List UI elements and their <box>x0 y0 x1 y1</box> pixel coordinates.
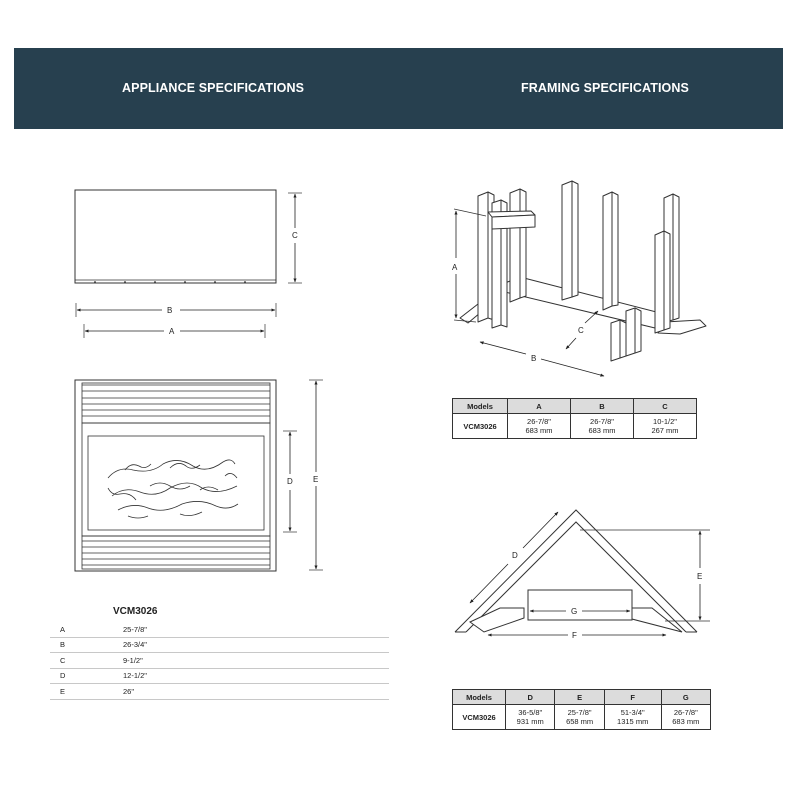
framing-corner-plan-diagram: D E G F <box>454 509 710 640</box>
column-header: E <box>554 689 605 705</box>
table-header-row: Models A B C <box>452 398 697 414</box>
spec-key: C <box>50 652 123 669</box>
dimension-e-label: E <box>313 475 318 484</box>
framing-dimension-b-label: B <box>531 354 536 363</box>
model-cell: VCM3026 <box>452 704 506 730</box>
column-header: D <box>504 689 556 705</box>
table-cell: 51-3/4"1315 mm <box>603 704 662 730</box>
table-cell: 10-1/2"267 mm <box>633 413 697 439</box>
spec-value: 12-1/2" <box>123 668 389 684</box>
column-header: G <box>660 689 712 705</box>
table-cell: 26-7/8"683 mm <box>507 413 571 439</box>
table-cell: 25-7/8"658 mm <box>554 704 605 730</box>
table-header-row: Models D E F G <box>452 689 712 705</box>
dimension-b-label: B <box>167 306 172 315</box>
framing-dimension-c-label: C <box>578 326 584 335</box>
framing-dimension-g-label: G <box>571 607 577 616</box>
column-header: C <box>633 398 697 414</box>
framing-dimension-f-label: F <box>572 631 577 640</box>
column-header: Models <box>452 398 508 414</box>
table-cell: 26-7/8"683 mm <box>570 413 634 439</box>
spec-value: 25-7/8" <box>123 622 389 638</box>
dimension-c-label: C <box>292 231 298 240</box>
appliance-model-heading: VCM3026 <box>113 606 158 617</box>
spec-value: 26-3/4" <box>123 637 389 653</box>
dimension-d-label: D <box>287 477 293 486</box>
framing-isometric-diagram: A B C <box>452 180 707 377</box>
appliance-top-view-diagram: C B A <box>74 189 302 338</box>
spec-value: 9-1/2" <box>123 652 389 669</box>
spec-key: A <box>50 622 123 638</box>
column-header: B <box>570 398 634 414</box>
framing-dimension-e-label: E <box>697 572 702 581</box>
framing-dimension-a-label: A <box>452 263 458 272</box>
appliance-specifications-title: APPLIANCE SPECIFICATIONS <box>122 81 305 95</box>
column-header: A <box>507 398 571 414</box>
spec-key: E <box>50 683 123 700</box>
column-header: F <box>603 689 662 705</box>
framing-table-defg: Models D E F G VCM3026 36-5/8"931 mm 25-… <box>452 689 712 730</box>
framing-table-abc: Models A B C VCM3026 26-7/8"683 mm 26-7/… <box>452 398 697 439</box>
table-cell: 36-5/8"931 mm <box>504 704 556 730</box>
framing-dimension-d-label: D <box>512 551 518 560</box>
spec-key: B <box>50 637 123 653</box>
framing-specifications-title: FRAMING SPECIFICATIONS <box>521 81 689 95</box>
table-cell: 26-7/8"683 mm <box>660 704 712 730</box>
table-row: VCM3026 36-5/8"931 mm 25-7/8"658 mm 51-3… <box>452 704 712 730</box>
spec-value: 26" <box>123 683 389 700</box>
dimension-a-label: A <box>169 327 175 336</box>
spec-key: D <box>50 668 123 684</box>
model-cell: VCM3026 <box>452 413 508 439</box>
appliance-front-view-diagram: D E <box>74 379 323 572</box>
table-row: VCM3026 26-7/8"683 mm 26-7/8"683 mm 10-1… <box>452 413 697 439</box>
column-header: Models <box>452 689 506 705</box>
header-banner: APPLIANCE SPECIFICATIONS FRAMING SPECIFI… <box>14 48 783 129</box>
